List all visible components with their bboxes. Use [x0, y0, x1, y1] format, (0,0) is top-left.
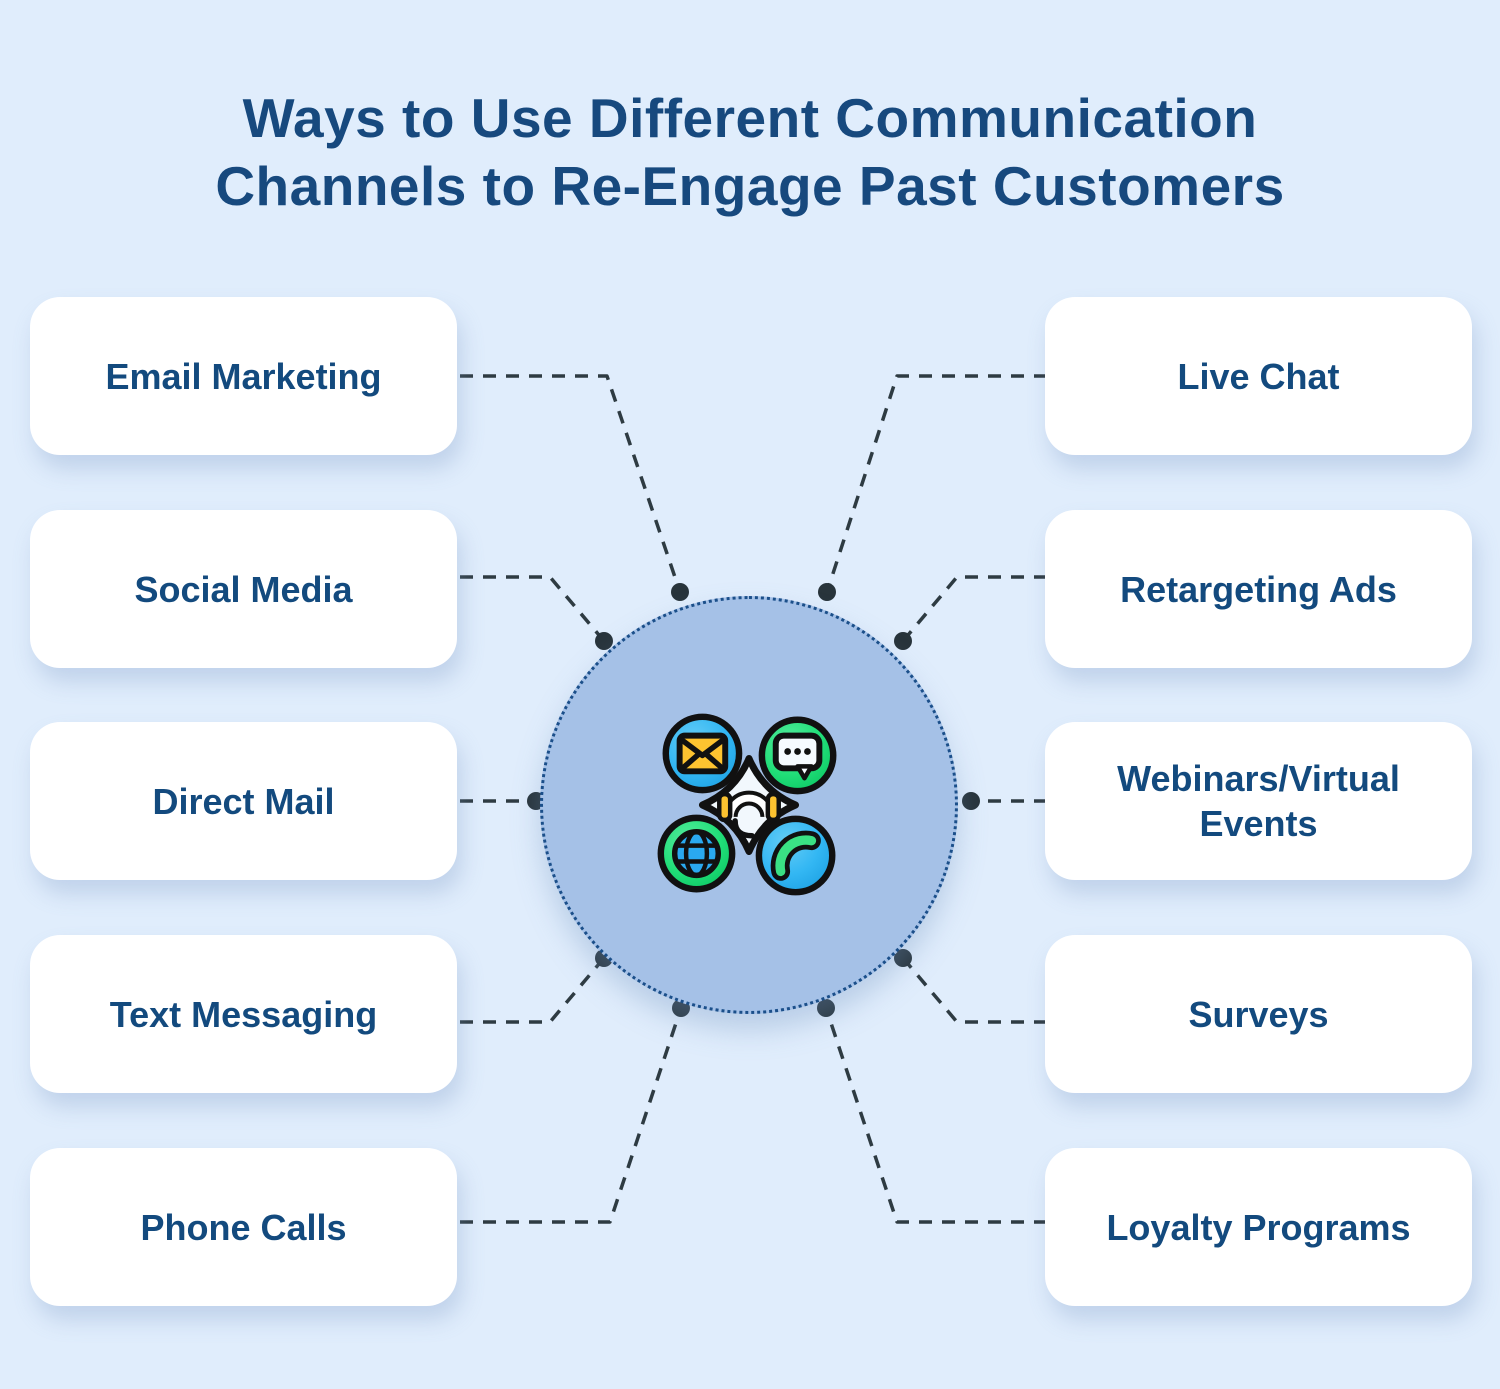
chat-bubble-icon — [758, 716, 837, 795]
page-title-line1: Ways to Use Different Communication — [242, 87, 1258, 149]
node-label: Surveys — [1188, 993, 1329, 1035]
connector-live-chat — [825, 374, 1047, 593]
node-label: Retargeting Ads — [1120, 568, 1397, 610]
globe-icon — [657, 814, 736, 893]
node-label: Phone Calls — [140, 1206, 347, 1248]
node-loyalty-programs: Loyalty Programs — [1045, 1148, 1472, 1306]
node-label: Webinars/Virtual Events — [1117, 758, 1400, 844]
node-text-messaging: Text Messaging — [30, 935, 457, 1093]
node-label: Direct Mail — [152, 780, 335, 822]
node-live-chat: Live Chat — [1045, 297, 1472, 455]
node-social-media: Social Media — [30, 510, 457, 668]
node-label: Text Messaging — [109, 993, 378, 1035]
phone-icon — [755, 815, 836, 896]
connector-retargeting-ads — [901, 575, 1047, 643]
node-label: Social Media — [134, 568, 353, 610]
node-label: Loyalty Programs — [1106, 1206, 1411, 1248]
email-icon — [662, 713, 743, 794]
page-title-line2: Channels to Re-Engage Past Customers — [215, 155, 1285, 217]
node-label: Email Marketing — [105, 355, 382, 397]
connector-loyalty-programs — [824, 1007, 1047, 1224]
connector-text-messaging — [460, 956, 606, 1024]
connector-phone-calls — [460, 1007, 683, 1224]
node-email-marketing: Email Marketing — [30, 297, 457, 455]
connector-email-marketing — [460, 374, 682, 593]
node-phone-calls: Phone Calls — [30, 1148, 457, 1306]
node-label: Live Chat — [1177, 355, 1340, 397]
node-webinars-virtual-events: Webinars/Virtual Events — [1045, 722, 1472, 880]
communication-hub-circle — [540, 596, 958, 1014]
node-surveys: Surveys — [1045, 935, 1472, 1093]
node-direct-mail: Direct Mail — [30, 722, 457, 880]
node-retargeting-ads: Retargeting Ads — [1045, 510, 1472, 668]
connector-surveys — [901, 956, 1047, 1024]
page-title: Ways to Use Different Communication Chan… — [0, 84, 1500, 220]
communication-icons-cluster — [657, 713, 837, 896]
headset-icon — [717, 790, 781, 839]
connector-social-media — [460, 575, 606, 643]
